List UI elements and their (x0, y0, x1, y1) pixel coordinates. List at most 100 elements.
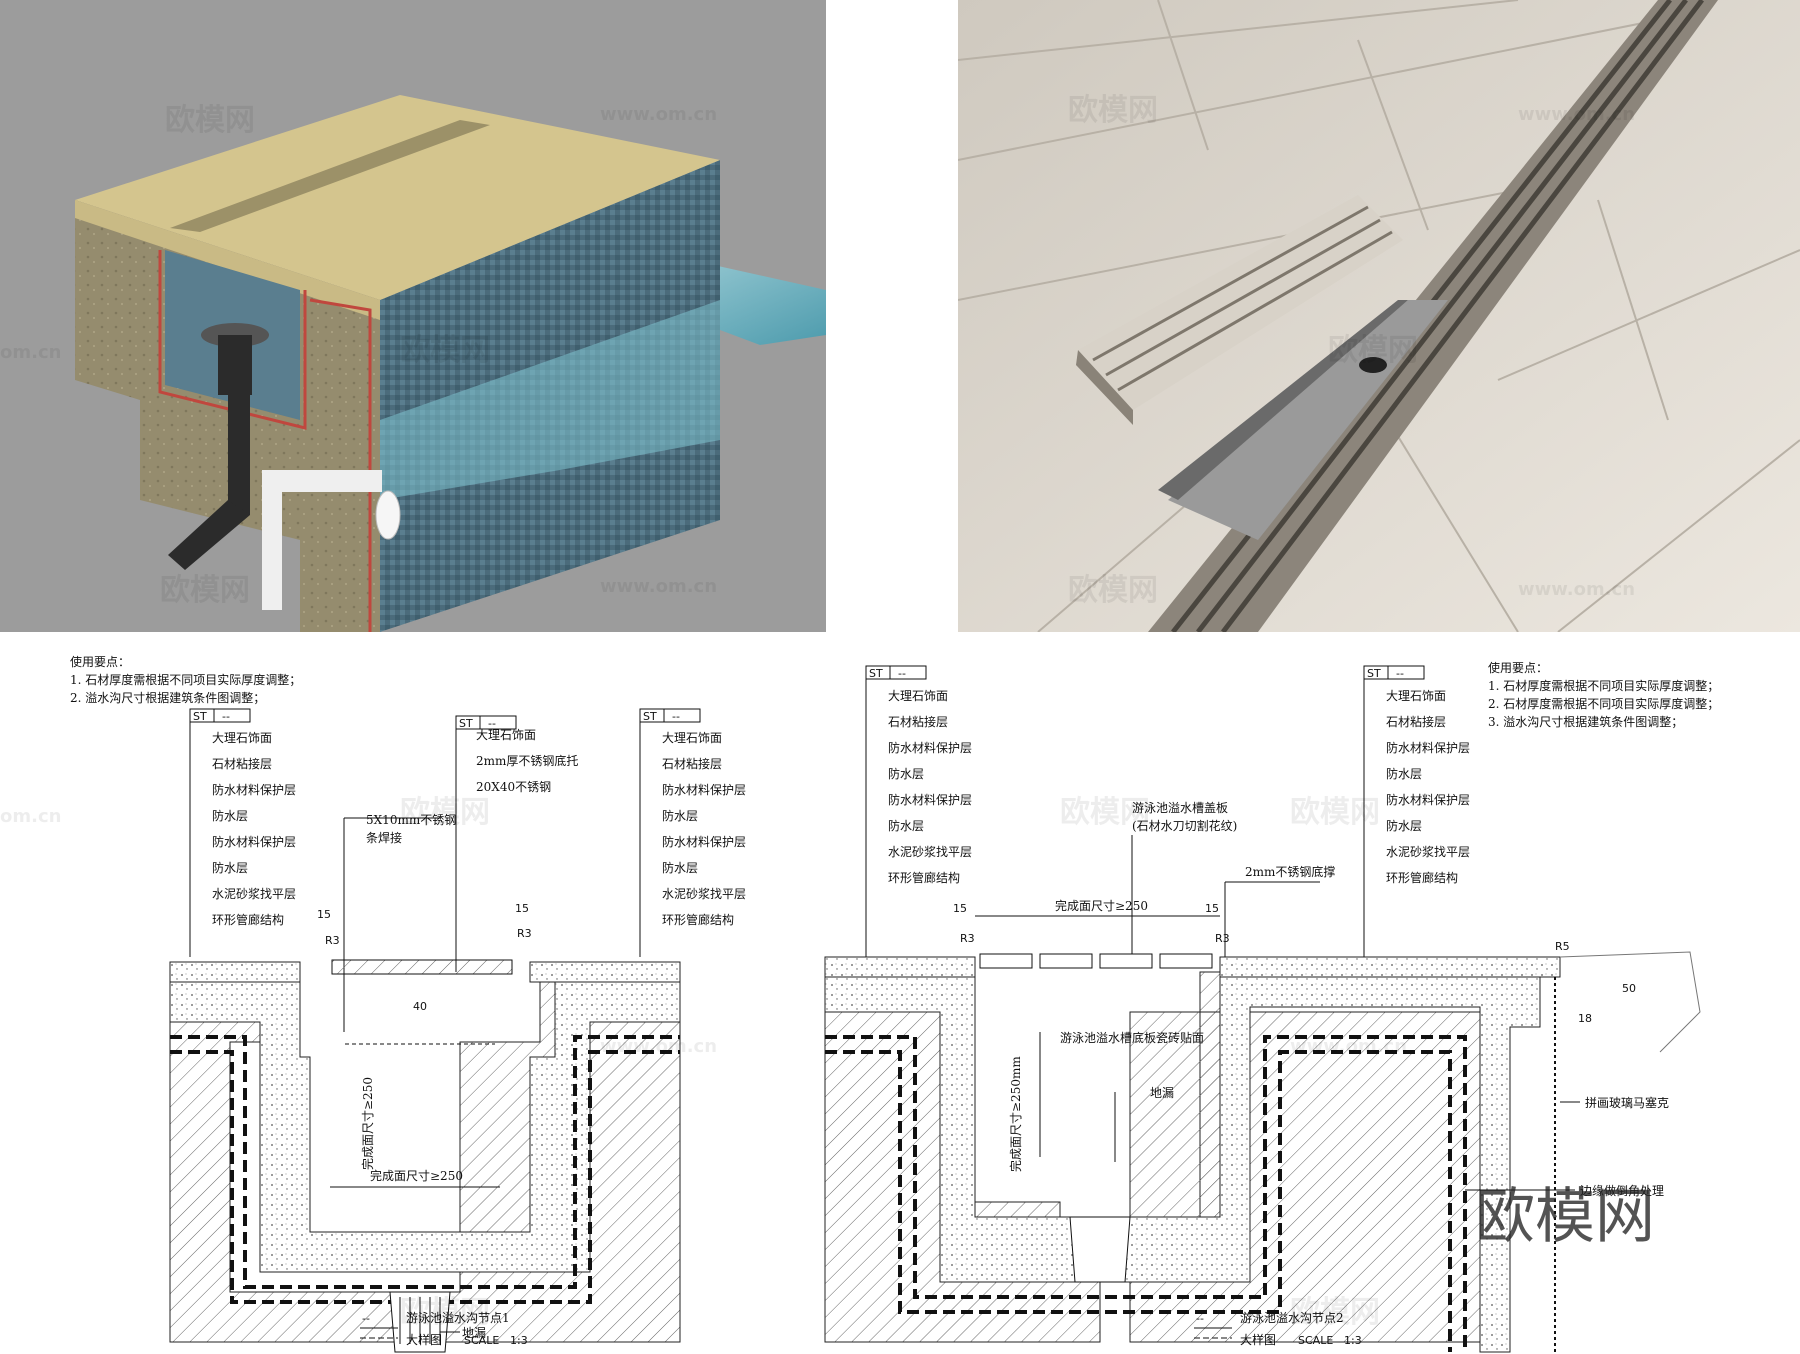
svg-text:防水层: 防水层 (662, 860, 698, 875)
watermark-url: www.om.cn (1290, 1036, 1407, 1057)
drain-hole (1359, 357, 1387, 373)
dimension-top: 完成面尺寸≥250 (1055, 898, 1148, 913)
drawing-subtitle: 大样图 (406, 1332, 442, 1347)
svg-text:石材粘接层: 石材粘接层 (888, 714, 948, 729)
title-block-1: -- 游泳池溢水沟节点1 大样图 SCALE 1:3 (360, 1311, 528, 1347)
watermark-text: 欧模网 (1060, 795, 1150, 830)
watermark-large: 欧模网 (1475, 1182, 1655, 1252)
svg-text:--: -- (898, 667, 906, 680)
svg-text:--: -- (222, 710, 230, 723)
watermark-text: 欧模网 (400, 795, 490, 830)
notes-title: 使用要点： (70, 654, 130, 669)
svg-text:大理石饰面: 大理石饰面 (212, 731, 272, 745)
svg-text:防水层: 防水层 (1386, 818, 1422, 833)
svg-text:ST: ST (193, 710, 207, 723)
svg-text:防水层: 防水层 (1386, 766, 1422, 781)
lifted-cover-plate (1078, 195, 1403, 410)
cover-grating (979, 953, 1213, 969)
return-pipe (262, 470, 282, 610)
svg-text:--: -- (1396, 667, 1404, 680)
section-1 (169, 959, 681, 1353)
render-3d-overflow-gutter: 欧模网 欧模网 欧模网 www.om.cn www.om.cn om.cn (0, 0, 826, 632)
svg-text:ST: ST (643, 710, 657, 723)
watermark-text: 欧模网 (1328, 333, 1418, 368)
svg-text:防水层: 防水层 (662, 808, 698, 823)
svg-text:防水层: 防水层 (212, 808, 248, 823)
svg-text:环形管廊结构: 环形管廊结构 (662, 912, 734, 927)
svg-text:水泥砂浆找平层: 水泥砂浆找平层 (662, 886, 746, 901)
svg-text:2mm厚不锈钢底托: 2mm厚不锈钢底托 (476, 753, 578, 768)
photo-overflow-gutter: 欧模网 欧模网 欧模网 www.om.cn www.om.cn (958, 0, 1800, 632)
mortar-layer (824, 976, 1541, 1353)
svg-text:环形管廊结构: 环形管廊结构 (1386, 870, 1458, 885)
svg-text:SCALE: SCALE (1298, 1334, 1333, 1347)
watermark-text: 欧模网 (400, 333, 490, 368)
render-3d-illustration: 欧模网 欧模网 欧模网 www.om.cn www.om.cn om.cn (0, 95, 826, 632)
svg-text:防水材料保护层: 防水材料保护层 (212, 834, 296, 849)
layer-list-right: 大理石饰面 石材粘接层 防水材料保护层 防水层 防水材料保护层 防水层 水泥砂浆… (662, 731, 746, 927)
svg-text:防水材料保护层: 防水材料保护层 (888, 792, 972, 807)
watermark-text: 欧模网 (400, 1295, 490, 1330)
pool-water (380, 300, 720, 500)
watermark-url: om.cn (0, 806, 61, 827)
watermark-text: 欧模网 (1068, 573, 1158, 608)
svg-text:水泥砂浆找平层: 水泥砂浆找平层 (888, 844, 972, 859)
drain-body (1069, 1216, 1131, 1283)
weld-label: 5X10mm不锈钢 (366, 813, 456, 827)
svg-text:条焊接: 条焊接 (366, 830, 402, 845)
notes-title: 使用要点： (1488, 660, 1548, 675)
watermark-text: 欧模网 (165, 103, 255, 138)
svg-text:--: -- (1196, 1312, 1204, 1325)
note-item: 2. 溢水沟尺寸根据建筑条件图调整； (70, 690, 265, 705)
edge-label: 边缘做倒角处理 (1580, 1183, 1664, 1198)
svg-text:环形管廊结构: 环形管廊结构 (212, 912, 284, 927)
cover-label: 游泳池溢水槽盖板 (1132, 801, 1228, 815)
dimension-40: 40 (413, 1000, 427, 1013)
watermark-url: om.cn (0, 342, 61, 363)
svg-text:石材粘接层: 石材粘接层 (1386, 714, 1446, 729)
watermark-text: 欧模网 (160, 573, 250, 608)
section-2 (824, 951, 1701, 1353)
note-item: 2. 石材厚度需根据不同项目实际厚度调整； (1488, 696, 1719, 711)
dimension-15: 15 (953, 902, 967, 915)
svg-text:防水材料保护层: 防水材料保护层 (662, 782, 746, 797)
stone-cover (331, 959, 513, 975)
cad-sections: 使用要点： 1. 石材厚度需根据不同项目实际厚度调整； 2. 溢水沟尺寸根据建筑… (0, 654, 1719, 1353)
svg-text:防水材料保护层: 防水材料保护层 (1386, 740, 1470, 755)
svg-text:SCALE: SCALE (464, 1334, 499, 1347)
note-item: 3. 溢水沟尺寸根据建筑条件图调整； (1488, 714, 1683, 729)
radius-r3: R3 (1215, 932, 1230, 945)
drain-label: 地漏 (462, 1326, 486, 1340)
svg-text:防水层: 防水层 (888, 818, 924, 833)
svg-text:--: -- (672, 710, 680, 723)
dimension-15: 15 (1205, 902, 1219, 915)
note-item: 1. 石材厚度需根据不同项目实际厚度调整； (70, 672, 301, 687)
dimension-vertical: 完成面尺寸≥250mm (1008, 1056, 1023, 1172)
svg-text:大理石饰面: 大理石饰面 (662, 731, 722, 745)
layer-list-left: 大理石饰面 石材粘接层 防水材料保护层 防水层 防水材料保护层 防水层 水泥砂浆… (888, 689, 972, 885)
svg-text:防水材料保护层: 防水材料保护层 (662, 834, 746, 849)
radius-r5: R5 (1555, 940, 1570, 953)
mosaic-label: 拼画玻璃马塞克 (1585, 1095, 1669, 1110)
watermark-url: www.om.cn (1518, 579, 1635, 600)
watermark-text: 欧模网 (1068, 93, 1158, 128)
watermark-text: 欧模网 (1290, 795, 1380, 830)
dimension-18: 18 (1578, 1012, 1592, 1025)
svg-text:(石材水刀切割花纹): (石材水刀切割花纹) (1132, 818, 1237, 833)
svg-text:ST: ST (869, 667, 883, 680)
photo-illustration: 欧模网 欧模网 欧模网 www.om.cn www.om.cn (958, 0, 1800, 632)
drawing-title: 游泳池溢水沟节点2 (1240, 1311, 1344, 1325)
svg-text:--: -- (362, 1312, 370, 1325)
stone-finish-left (169, 961, 301, 983)
drawing-scale: 1:3 (1344, 1334, 1362, 1347)
waterproof-line (170, 1035, 680, 1289)
watermark-url: www.om.cn (600, 104, 717, 125)
svg-text:--: -- (488, 717, 496, 730)
watermark-url: www.om.cn (1518, 104, 1635, 125)
svg-text:ST: ST (459, 717, 473, 730)
stone-finish-left (824, 956, 976, 978)
watermark-text: 欧模网 (1290, 1295, 1380, 1330)
svg-text:环形管廊结构: 环形管廊结构 (888, 870, 960, 885)
edge-breakline (1559, 951, 1701, 1053)
layer-list-right: 大理石饰面 石材粘接层 防水材料保护层 防水层 防水材料保护层 防水层 水泥砂浆… (1386, 689, 1470, 885)
